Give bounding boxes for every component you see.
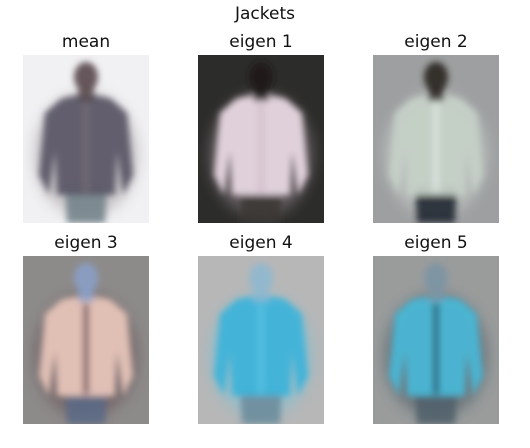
panel-title-eigen-5: eigen 5 [404, 233, 468, 253]
panel-title-eigen-4: eigen 4 [229, 233, 293, 253]
panel-image-eigen-5 [373, 256, 499, 424]
jacket-zipper [433, 103, 439, 193]
panel-image-eigen-2 [373, 55, 499, 223]
neck [428, 89, 444, 101]
neck [428, 290, 444, 302]
neck [253, 290, 269, 302]
jacket-zipper [258, 103, 264, 193]
neck [78, 89, 94, 101]
jacket-zipper [433, 304, 439, 394]
figure-silhouette [23, 55, 149, 223]
legs [415, 388, 457, 424]
panel-title-eigen-2: eigen 2 [404, 32, 468, 52]
head [424, 263, 448, 293]
head [249, 62, 273, 92]
legs [415, 187, 457, 223]
figure-title: Jackets [235, 4, 295, 24]
legs [65, 187, 107, 223]
panel-image-eigen-4 [198, 256, 324, 424]
legs [240, 388, 282, 424]
figure-silhouette [198, 55, 324, 223]
neck [253, 89, 269, 101]
jacket-zipper [83, 304, 89, 394]
panel-image-eigen-1 [198, 55, 324, 223]
head [424, 62, 448, 92]
legs [240, 187, 282, 223]
panel-title-mean: mean [61, 32, 111, 52]
figure-silhouette [23, 256, 149, 424]
panel-image-mean [23, 55, 149, 223]
jacket-zipper [258, 304, 264, 394]
head [249, 263, 273, 293]
panel-title-eigen-1: eigen 1 [229, 32, 293, 52]
legs [65, 388, 107, 424]
jacket-zipper [83, 103, 89, 193]
head [74, 62, 98, 92]
figure-silhouette [373, 55, 499, 223]
panel-image-eigen-3 [23, 256, 149, 424]
figure-silhouette [373, 256, 499, 424]
neck [78, 290, 94, 302]
figure-silhouette [198, 256, 324, 424]
head [74, 263, 98, 293]
panel-title-eigen-3: eigen 3 [54, 233, 118, 253]
